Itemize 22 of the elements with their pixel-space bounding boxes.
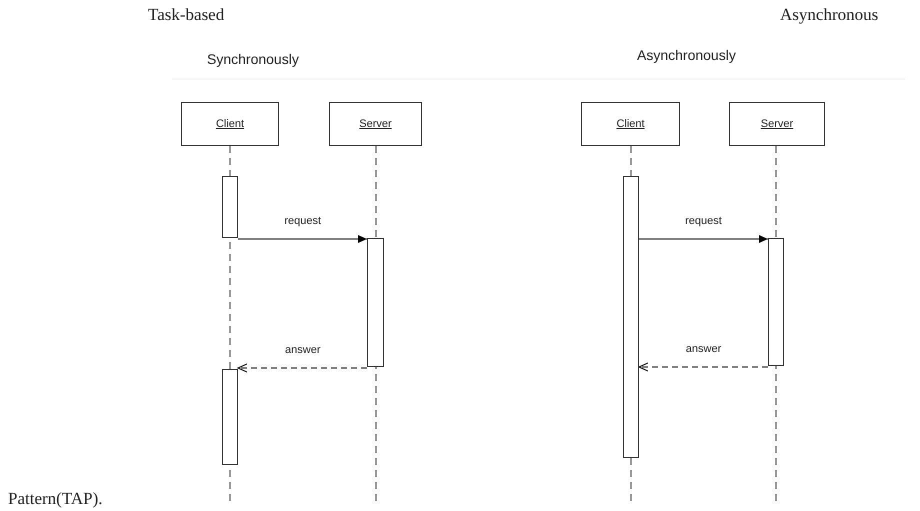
- message-arrow: [238, 235, 368, 243]
- text-label: Asynchronous: [780, 4, 878, 26]
- activation-bar: [222, 176, 238, 238]
- message-arrow: [638, 235, 768, 243]
- message-arrow: [638, 362, 768, 372]
- activation-bar: [222, 369, 238, 465]
- participant-name: Client: [216, 116, 244, 132]
- lifeline-header-box: [329, 102, 422, 146]
- message-arrow: [238, 364, 368, 372]
- text-label: Pattern(TAP).: [8, 488, 102, 510]
- lifeline-header-box: [729, 102, 825, 146]
- participant-name: Client: [616, 116, 645, 132]
- activation-bar: [768, 238, 784, 366]
- activation-bar: [623, 176, 639, 458]
- text-label: Synchronously: [207, 50, 299, 69]
- lifeline-header-box: [181, 102, 279, 146]
- text-label: Task-based: [148, 4, 224, 26]
- participant-name: Server: [760, 116, 794, 132]
- activation-bar: [367, 238, 384, 367]
- text-label: Asynchronously: [637, 46, 736, 65]
- participant-name: Server: [359, 116, 392, 132]
- lifeline-header-box: [581, 102, 680, 146]
